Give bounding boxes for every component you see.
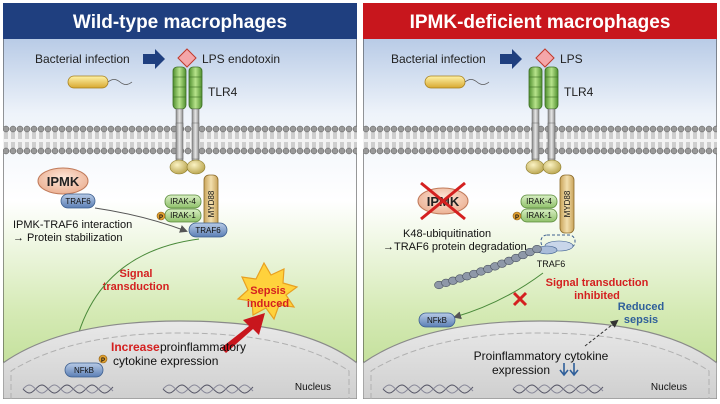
sepsis-line2: induced — [247, 298, 289, 310]
panel-title: Wild-type macrophages — [73, 12, 287, 33]
panel-header — [363, 3, 717, 39]
reduced-sepsis-line2: sepsis — [624, 314, 658, 326]
inhibited-text-line1: Signal transduction — [546, 277, 649, 289]
tlr4-label: TLR4 — [564, 85, 594, 99]
traf6-label: TRAF6 — [537, 259, 566, 269]
myd88-label: MYD88 — [207, 190, 216, 217]
traf6-label: TRAF6 — [195, 226, 221, 235]
ipmk-deficient-panel: IPMK-deficient macrophages Bacterial inf… — [362, 2, 720, 400]
tlr4-transmembrane — [175, 122, 184, 160]
down-arrows-icon — [559, 363, 579, 377]
bacterial-infection-label: Bacterial infection — [35, 52, 130, 66]
nucleus-label: Nucleus — [295, 382, 331, 393]
phosphate-icon — [98, 354, 108, 364]
signal-transduction-line1: Signal — [119, 268, 152, 280]
irak1-label: IRAK-1 — [526, 211, 552, 220]
sepsis-star-icon — [236, 261, 299, 321]
ipmk-deficient-diagram: IPMK-deficient macrophages Bacterial inf… — [362, 2, 720, 400]
phosphate-icon — [156, 211, 166, 221]
infection-arrow-icon — [500, 49, 522, 69]
cytokine-expression-label: cytokine expression — [113, 354, 218, 368]
signal-arrow — [453, 272, 544, 320]
nfkb-protein — [64, 362, 104, 378]
reduced-sepsis-line1: Reduced — [618, 301, 664, 313]
nfkb-protein — [418, 312, 456, 328]
irak4-protein — [164, 194, 202, 209]
nucleus-label: Nucleus — [651, 382, 687, 393]
irak4-label: IRAK-4 — [170, 197, 196, 206]
tlr4-label: TLR4 — [208, 85, 238, 99]
proinflammatory-label: Proinflammatory cytokine — [474, 349, 609, 363]
dna-helix-icon — [382, 384, 604, 394]
nuclear-envelope — [370, 332, 710, 399]
sepsis-arrow-icon — [221, 313, 265, 353]
nfkb-label: NFkB — [427, 316, 447, 325]
irak1-label: IRAK-1 — [170, 211, 196, 220]
bacterium-icon — [67, 75, 133, 89]
phosphate-label: P — [515, 215, 519, 221]
tlr4-transmembrane — [547, 122, 556, 160]
tlr4-transmembrane — [191, 122, 200, 160]
traf6-small-label: TRAF6 — [65, 197, 91, 206]
irak4-protein — [520, 194, 558, 209]
wild-type-panel: Wild-type macrophages Bacterial infectio… — [2, 2, 360, 400]
panel-title: IPMK-deficient macrophages — [410, 12, 671, 33]
lps-label: LPS endotoxin — [202, 52, 280, 66]
myd88-label: MYD88 — [563, 190, 572, 217]
nfkb-phosphate-label: P — [101, 358, 105, 364]
traf6-protein — [188, 222, 228, 238]
panel-header — [3, 3, 357, 39]
interaction-text-line2: → Protein stabilization — [13, 232, 122, 244]
proinflammatory-label: proinflammatory — [160, 340, 246, 354]
lps-diamond-icon — [177, 48, 197, 68]
traf6-small-protein — [60, 193, 96, 209]
bacterial-infection-label: Bacterial infection — [391, 52, 486, 66]
phosphate-icon — [512, 211, 522, 221]
increase-label: Increase — [111, 340, 160, 354]
cell-membrane — [362, 125, 720, 155]
cross-icon — [420, 181, 466, 221]
block-x-icon — [512, 291, 528, 307]
lps-diamond-icon — [535, 48, 555, 68]
wild-type-diagram: Wild-type macrophages Bacterial infectio… — [2, 2, 360, 400]
tlr4-transmembrane — [531, 122, 540, 160]
bacterium-icon — [424, 75, 490, 89]
inhibited-text-line2: inhibited — [574, 290, 620, 302]
ubiquitin-chain — [434, 244, 542, 290]
nuclear-envelope — [10, 332, 350, 399]
myd88-protein — [559, 174, 575, 234]
stabilization-arrow — [94, 207, 188, 233]
k48-text-line2: →TRAF6 protein degradation — [383, 241, 527, 253]
lps-label: LPS — [560, 52, 583, 66]
sepsis-line1: Sepsis — [250, 285, 285, 297]
ipmk-protein — [37, 167, 89, 195]
nfkb-label: NFkB — [74, 366, 94, 375]
infection-arrow-icon — [143, 49, 165, 69]
expression-label: expression — [492, 363, 550, 377]
irak4-label: IRAK-4 — [526, 197, 552, 206]
k48-text-line1: K48-ubiquitination — [403, 228, 491, 240]
interaction-text-line1: IPMK-TRAF6 interaction — [13, 219, 132, 231]
signal-transduction-line2: transduction — [103, 281, 170, 293]
ipmk-label: IPMK — [47, 174, 80, 189]
dna-helix-icon — [22, 384, 254, 394]
phosphate-label: P — [159, 215, 163, 221]
reduced-sepsis-arrow — [584, 319, 619, 347]
